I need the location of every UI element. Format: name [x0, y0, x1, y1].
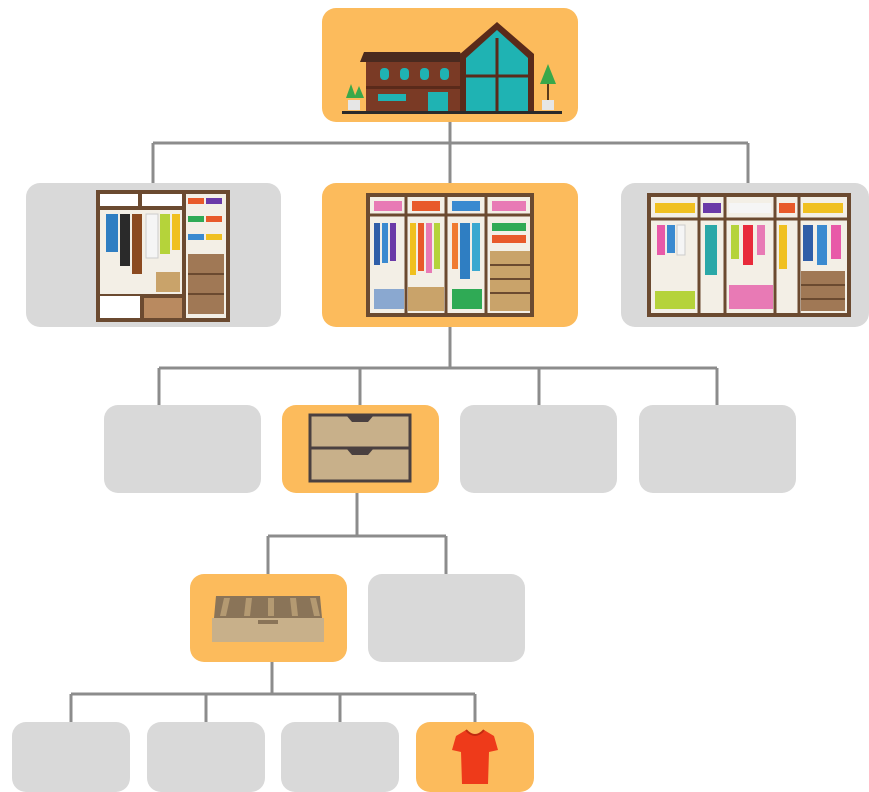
node-l2-d: [639, 405, 796, 493]
tshirt-icon: [452, 729, 498, 784]
wardrobe-icon: [366, 193, 534, 317]
node-l3-a-organizer: [190, 574, 347, 662]
node-root-house: [322, 8, 578, 122]
drawer-organizer-icon: [212, 596, 324, 642]
wardrobe-icon: [647, 193, 851, 317]
node-l1-b-wardrobe: [322, 183, 578, 327]
node-l4-a: [12, 722, 130, 792]
node-l3-b: [368, 574, 525, 662]
node-l4-d-tshirt: [416, 722, 534, 792]
node-l1-a-wardrobe: [26, 183, 281, 327]
node-l1-c-wardrobe: [621, 183, 869, 327]
node-l2-c: [460, 405, 617, 493]
node-l4-c: [281, 722, 399, 792]
node-l2-a: [104, 405, 261, 493]
drawer-unit-icon: [308, 413, 412, 483]
wardrobe-icon: [96, 190, 230, 322]
node-l2-b-drawers: [282, 405, 439, 493]
node-l4-b: [147, 722, 265, 792]
house-icon: [342, 22, 562, 114]
